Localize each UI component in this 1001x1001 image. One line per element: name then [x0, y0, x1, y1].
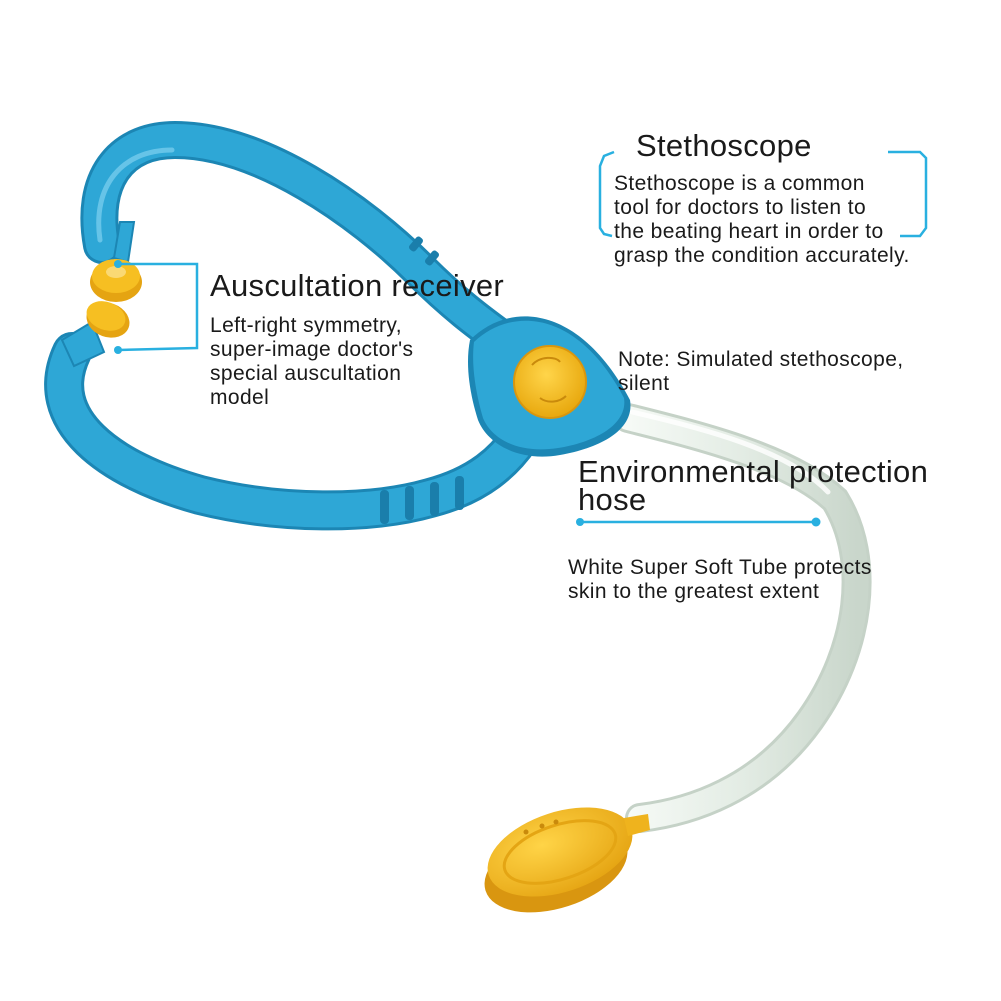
auscultation-line: model	[210, 386, 270, 409]
hose-description: White Super Soft Tube protects skin to t…	[568, 556, 872, 604]
hose-title: Environmental protection hose	[578, 454, 929, 517]
hose-title-line: hose	[578, 482, 647, 517]
yoke-hub	[467, 316, 631, 457]
auscultation-title: Auscultation receiver	[210, 268, 505, 303]
callout-dot	[576, 518, 584, 526]
stethoscope-line: tool for doctors to listen to	[614, 196, 867, 219]
stethoscope-line: grasp the condition accurately.	[614, 244, 910, 267]
ear-tips	[86, 259, 142, 338]
hose-line: skin to the greatest extent	[568, 580, 820, 603]
white-hose	[613, 403, 872, 833]
stethoscope-title: Stethoscope	[636, 128, 812, 163]
callout-dot	[114, 260, 122, 268]
auscultation-line: special auscultation	[210, 362, 402, 385]
stethoscope-line: the beating heart in order to	[614, 220, 884, 243]
stethoscope-description: Stethoscope is a common tool for doctors…	[614, 172, 910, 268]
hose-line: White Super Soft Tube protects	[568, 556, 872, 579]
note-line: Note: Simulated stethoscope,	[618, 348, 904, 371]
blue-tube	[44, 120, 540, 531]
auscultation-description: Left-right symmetry, super-image doctor'…	[210, 314, 413, 410]
callout-lines	[117, 150, 928, 524]
auscultation-line: super-image doctor's	[210, 338, 414, 361]
stethoscope-line: Stethoscope is a common	[614, 172, 865, 195]
callout-dot	[114, 346, 122, 354]
auscultation-line: Left-right symmetry,	[210, 314, 402, 337]
note-text: Note: Simulated stethoscope, silent	[618, 348, 904, 396]
hose-title-line: Environmental protection	[578, 454, 929, 489]
chest-piece	[484, 807, 650, 913]
callout-dot	[811, 517, 821, 527]
note-line: silent	[618, 372, 670, 395]
